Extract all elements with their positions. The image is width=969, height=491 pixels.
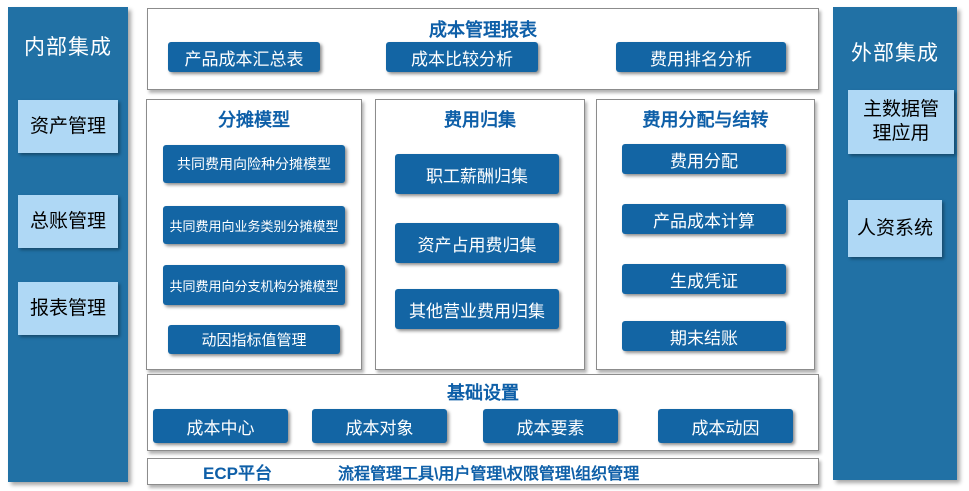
integration-item-asset-management: 资产管理 bbox=[18, 100, 118, 153]
ecp-platform-bar: ECP平台 流程管理工具\用户管理\权限管理\组织管理 bbox=[147, 458, 819, 485]
allocation-model-section: 分摊模型 共同费用向险种分摊模型 共同费用向业务类别分摊模型 共同费用向分支机构… bbox=[146, 99, 362, 370]
cost-center-button: 成本中心 bbox=[153, 409, 288, 443]
expense-allocation-section-title: 费用分配与结转 bbox=[642, 110, 769, 130]
common-expense-to-business-category-model-button: 共同费用向业务类别分摊模型 bbox=[163, 206, 345, 244]
internal-integration-title: 内部集成 bbox=[24, 36, 112, 59]
cost-report-section-title: 成本管理报表 bbox=[429, 20, 537, 40]
integration-item-general-ledger: 总账管理 bbox=[18, 195, 118, 248]
ecp-platform-tools-label: 流程管理工具\用户管理\权限管理\组织管理 bbox=[337, 465, 640, 483]
expense-collection-section-title: 费用归集 bbox=[444, 110, 516, 130]
integration-item-report-management: 报表管理 bbox=[18, 282, 118, 335]
cost-comparison-analysis-button: 成本比较分析 bbox=[386, 42, 538, 72]
allocation-model-section-title: 分摊模型 bbox=[218, 110, 290, 130]
driver-indicator-value-management-button: 动因指标值管理 bbox=[168, 325, 340, 354]
ecp-platform-label: ECP平台 bbox=[203, 464, 272, 483]
expense-collection-section: 费用归集 职工薪酬归集 资产占用费归集 其他营业费用归集 bbox=[375, 99, 585, 370]
cost-element-button: 成本要素 bbox=[483, 409, 618, 443]
integration-item-hr-system: 人资系统 bbox=[848, 200, 942, 257]
generate-voucher-button: 生成凭证 bbox=[622, 264, 786, 294]
product-cost-summary-button: 产品成本汇总表 bbox=[168, 42, 320, 72]
expense-allocation-button: 费用分配 bbox=[622, 144, 786, 174]
cost-object-button: 成本对象 bbox=[312, 409, 447, 443]
external-integration-title: 外部集成 bbox=[851, 42, 939, 65]
cost-driver-button: 成本动因 bbox=[658, 409, 793, 443]
internal-integration-panel: 内部集成 资产管理 总账管理 报表管理 bbox=[8, 7, 128, 482]
base-settings-section: 基础设置 成本中心 成本对象 成本要素 成本动因 bbox=[147, 374, 819, 451]
common-expense-to-insurance-type-model-button: 共同费用向险种分摊模型 bbox=[163, 145, 345, 183]
asset-occupancy-fee-collection-button: 资产占用费归集 bbox=[395, 223, 559, 263]
cost-report-section: 成本管理报表 产品成本汇总表 成本比较分析 费用排名分析 bbox=[147, 8, 819, 90]
base-settings-section-title: 基础设置 bbox=[447, 383, 519, 403]
integration-item-master-data: 主数据管理应用 bbox=[848, 90, 954, 154]
other-operating-expense-collection-button: 其他营业费用归集 bbox=[395, 289, 559, 329]
period-end-closing-button: 期末结账 bbox=[622, 321, 786, 351]
staff-salary-collection-button: 职工薪酬归集 bbox=[395, 154, 559, 194]
external-integration-panel: 外部集成 主数据管理应用 人资系统 bbox=[833, 7, 957, 480]
expense-ranking-analysis-button: 费用排名分析 bbox=[616, 42, 786, 72]
expense-allocation-section: 费用分配与结转 费用分配 产品成本计算 生成凭证 期末结账 bbox=[596, 99, 815, 370]
common-expense-to-branch-model-button: 共同费用向分支机构分摊模型 bbox=[163, 265, 345, 305]
product-cost-calculation-button: 产品成本计算 bbox=[622, 204, 786, 234]
